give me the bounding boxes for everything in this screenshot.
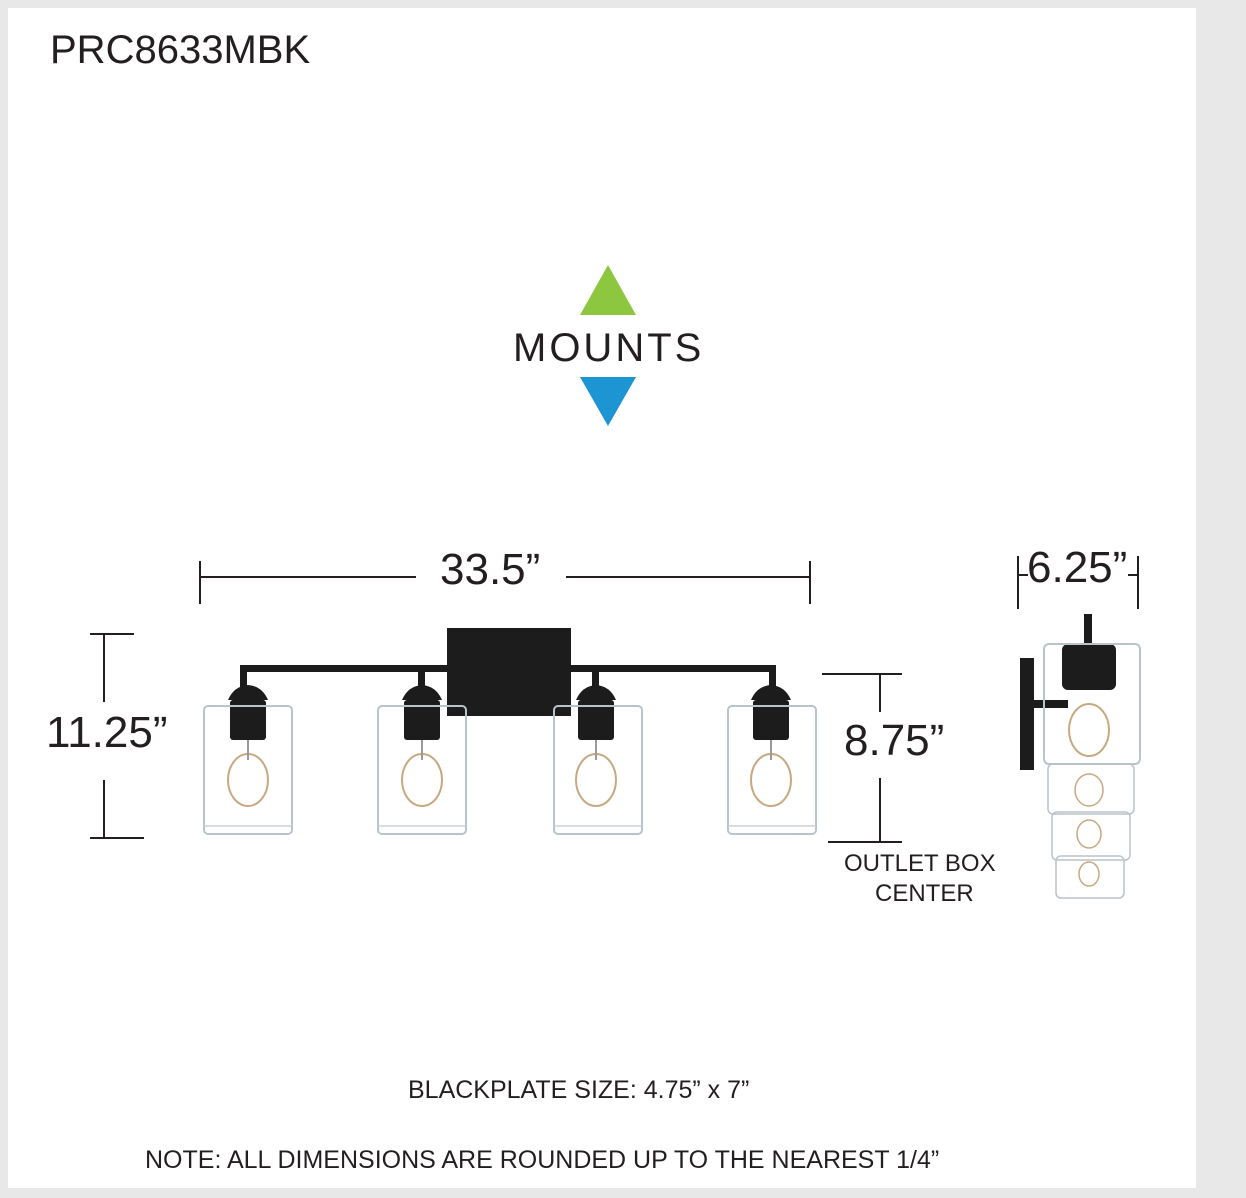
model-number: PRC8633MBK [50,28,311,72]
outlet-box-label-line2: CENTER [875,880,974,907]
light-shade-1 [203,685,293,835]
side-backplate [1020,658,1034,770]
dimensions-note: NOTE: ALL DIMENSIONS ARE ROUNDED UP TO T… [145,1146,940,1174]
light-shade-3 [553,685,643,835]
depth-label: 6.25” [1027,543,1128,592]
backplate-size-text: BLACKPLATE SIZE: 4.75” x 7” [408,1076,750,1104]
width-dimension-line [199,561,811,604]
outlet-height-label: 8.75” [844,716,945,765]
height-dimension-line [90,633,144,839]
mount-up-arrow-icon [580,265,636,315]
height-label: 11.25” [46,708,168,757]
outlet-box-label-line1: OUTLET BOX [844,850,996,877]
width-label: 33.5” [440,545,541,594]
mounts-label: MOUNTS [513,326,705,370]
arm-bar [240,665,776,672]
front-view-fixture [203,628,817,835]
side-view-fixture [1020,614,1141,899]
outlet-height-dimension-line [822,673,902,843]
light-shade-2 [377,685,467,835]
depth-dimension-line [1017,556,1139,609]
light-shade-4 [727,685,817,835]
mount-down-arrow-icon [580,377,636,426]
spec-sheet [8,8,1196,1188]
